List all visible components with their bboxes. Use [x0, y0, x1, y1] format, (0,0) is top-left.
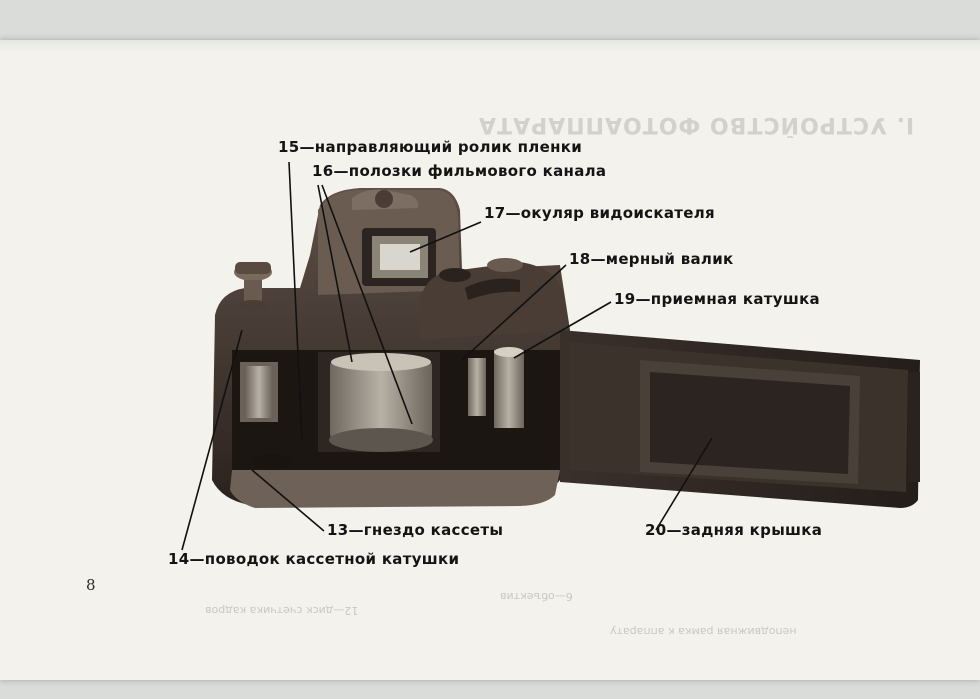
label-cassette-socket: 13—гнездо кассеты	[327, 521, 504, 539]
label-take-up-spool: 19—приемная катушка	[614, 290, 820, 308]
label-measuring-roller: 18—мерный валик	[569, 250, 734, 268]
leader-line-15	[288, 161, 303, 441]
leader-line-16b	[321, 184, 413, 425]
leader-line-13	[251, 469, 325, 532]
label-guide-roller: 15—направляющий ролик пленки	[278, 138, 583, 156]
leader-line-19	[513, 301, 612, 359]
measuring-roller	[468, 358, 486, 416]
leader-line-16a	[317, 184, 353, 363]
label-film-rails: 16—полозки фильмового канала	[312, 162, 607, 180]
take-up-spool	[494, 350, 524, 428]
page-number: 8	[86, 576, 96, 594]
leader-line-18	[461, 264, 567, 361]
leader-line-17	[409, 221, 482, 253]
label-viewfinder-eyepiece: 17—окуляр видоискателя	[484, 204, 715, 222]
page-top-edge	[0, 40, 980, 52]
leader-line-20	[655, 437, 713, 531]
film-rails	[330, 360, 432, 440]
label-cassette-spool-driver: 14—поводок кассетной катушки	[168, 550, 460, 568]
leader-line-14	[181, 329, 243, 551]
label-back-cover: 20—задняя крышка	[645, 521, 823, 539]
